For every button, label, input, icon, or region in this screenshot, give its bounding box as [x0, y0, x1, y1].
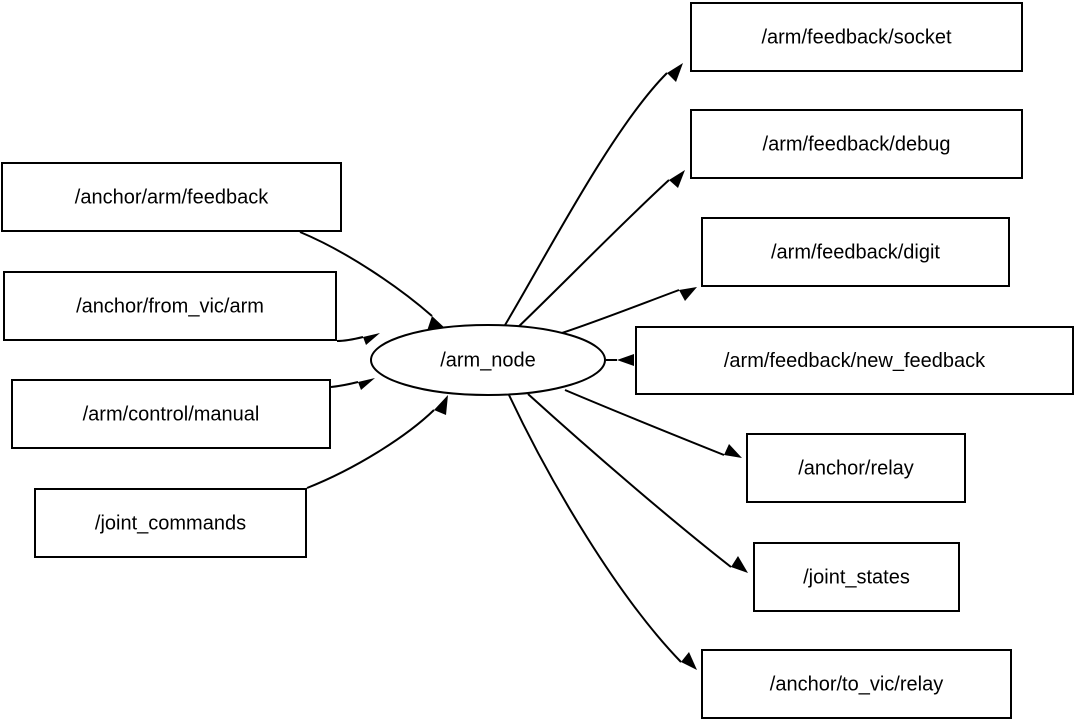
- publisher-node-anchor-from-vic-arm[interactable]: /anchor/from_vic/arm: [3, 271, 337, 341]
- edge-line: [564, 389, 725, 456]
- publisher-node-joint-commands[interactable]: /joint_commands: [34, 488, 307, 558]
- edge-arm-control-manual-to-arm-node: [330, 378, 375, 390]
- subscriber-node-arm-feedback-socket[interactable]: /arm/feedback/socket: [690, 2, 1023, 72]
- subscriber-node-anchor-to-vic-relay[interactable]: /anchor/to_vic/relay: [701, 649, 1012, 719]
- subscriber-topic-nodes-group: /arm/feedback/socket/arm/feedback/debug /…: [635, 2, 1074, 719]
- arrowhead-icon: [679, 287, 697, 301]
- topic-box[interactable]: [11, 379, 331, 449]
- topic-box[interactable]: [701, 649, 1012, 719]
- publisher-node-anchor-arm-feedback[interactable]: /anchor/arm/feedback: [1, 162, 342, 232]
- center-node-group: /arm_node: [370, 324, 606, 396]
- edge-arm-node-to-arm-feedback-digit: [561, 287, 697, 334]
- topic-box[interactable]: [3, 271, 337, 341]
- topic-box[interactable]: [690, 2, 1023, 72]
- edge-arm-node-to-arm-feedback-socket: [501, 63, 683, 331]
- edge-line: [508, 394, 682, 663]
- arrowhead-icon: [667, 63, 683, 82]
- topic-box[interactable]: [1, 162, 342, 232]
- arrowhead-icon: [681, 652, 697, 670]
- edge-arm-node-to-anchor-to-vic-relay: [508, 394, 697, 670]
- edge-line: [527, 393, 732, 568]
- edge-line: [501, 72, 668, 331]
- topic-box[interactable]: [635, 326, 1074, 395]
- topic-box[interactable]: [690, 109, 1023, 179]
- topic-box[interactable]: [746, 433, 966, 503]
- outgoing-edges-group: [501, 63, 748, 670]
- publisher-node-arm-control-manual[interactable]: /arm/control/manual: [11, 379, 331, 449]
- edge-arm-node-to-arm-feedback-new-feedback: [606, 354, 634, 366]
- arrowhead-icon: [434, 395, 448, 415]
- edge-arm-node-to-joint-states: [527, 393, 748, 573]
- edge-arm-node-to-arm-feedback-debug: [513, 170, 685, 332]
- arrowhead-icon: [358, 378, 375, 390]
- arrowhead-icon: [363, 333, 380, 345]
- arrowhead-icon: [724, 444, 742, 458]
- subscriber-node-arm-feedback-debug[interactable]: /arm/feedback/debug: [690, 109, 1023, 179]
- arrowhead-icon: [669, 170, 685, 188]
- edge-joint-commands-to-arm-node: [306, 395, 448, 489]
- publisher-topic-nodes-group: /anchor/arm/feedback/anchor/from_vic/arm…: [1, 162, 342, 558]
- subscriber-node-anchor-relay[interactable]: /anchor/relay: [746, 433, 966, 503]
- edge-line: [561, 289, 680, 334]
- edge-line: [330, 381, 359, 388]
- edge-anchor-from-vic-arm-to-arm-node: [336, 333, 380, 345]
- arrowhead-icon: [731, 556, 748, 573]
- edge-line: [513, 179, 670, 332]
- topic-box[interactable]: [701, 217, 1010, 287]
- topic-box[interactable]: [34, 488, 307, 558]
- edge-line: [306, 409, 435, 489]
- arrowhead-icon: [617, 354, 634, 366]
- subscriber-node-joint-states[interactable]: /joint_states: [753, 542, 960, 612]
- subscriber-node-arm-feedback-new-feedback[interactable]: /arm/feedback/new_feedback: [635, 326, 1074, 395]
- edge-arm-node-to-anchor-relay: [564, 389, 742, 458]
- topic-box[interactable]: [753, 542, 960, 612]
- edge-line: [299, 231, 433, 317]
- edge-line: [336, 336, 364, 342]
- node-ellipse[interactable]: [370, 324, 606, 396]
- subscriber-node-arm-feedback-digit[interactable]: /arm/feedback/digit: [701, 217, 1010, 287]
- center-node-arm-node[interactable]: /arm_node: [370, 324, 606, 396]
